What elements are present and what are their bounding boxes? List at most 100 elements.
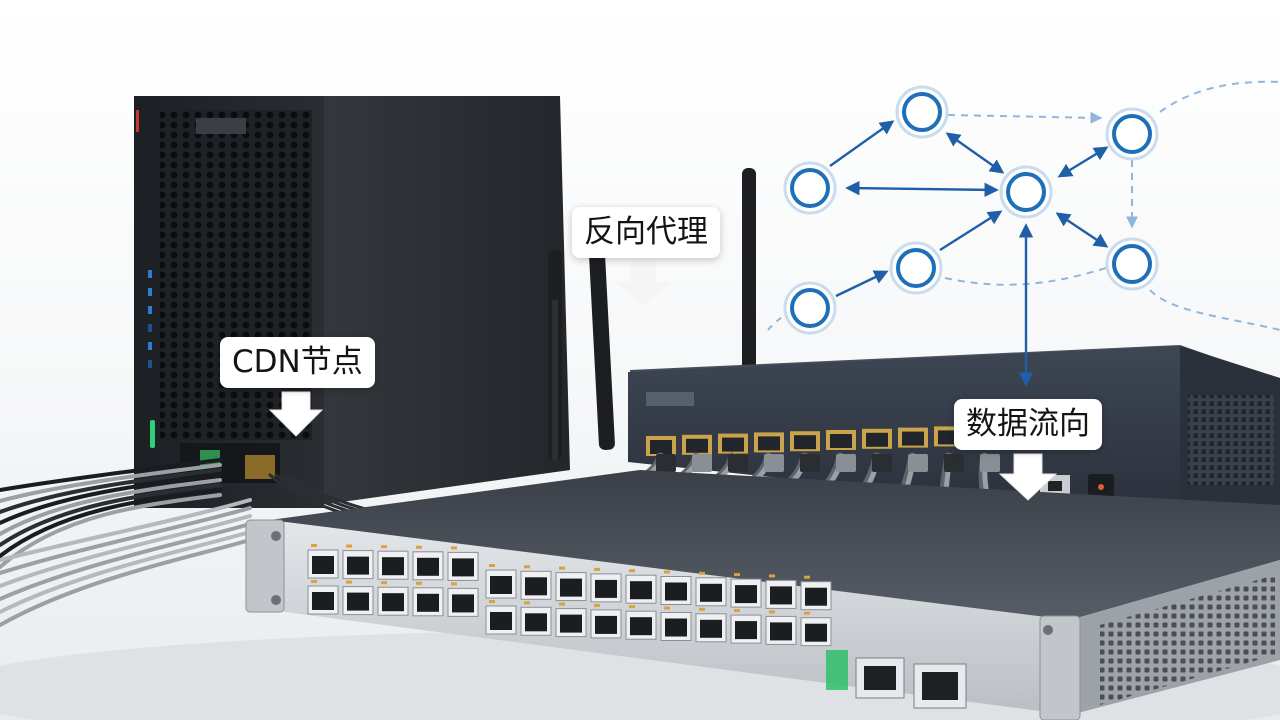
tower-mesh-grille <box>160 110 312 440</box>
router-port-socket <box>866 432 888 447</box>
rack-screw <box>1043 625 1053 635</box>
flow-arrow <box>1055 212 1109 248</box>
cable-plug <box>944 454 964 472</box>
flow-arrow <box>829 120 895 167</box>
switch-port-socket <box>417 557 439 576</box>
node-ring <box>1006 172 1046 212</box>
cable <box>0 478 222 536</box>
network-node <box>783 281 837 335</box>
switch-top <box>270 470 1280 620</box>
switch-port-socket <box>595 579 617 598</box>
switch-port-socket <box>490 576 512 594</box>
switch-port-led <box>629 605 635 609</box>
node-ring <box>902 92 942 132</box>
switch-port-led <box>346 580 352 584</box>
flow-arrow <box>945 132 1005 174</box>
switch-port-socket <box>630 617 652 636</box>
cdn-pointer-arrow <box>268 391 324 437</box>
switch-port-led <box>664 570 670 574</box>
rack-screw <box>271 531 281 541</box>
switch-port-socket <box>312 556 334 574</box>
antenna-3 <box>742 168 756 378</box>
switch-port-socket <box>382 593 404 612</box>
uplink-port-2-socket <box>922 672 958 700</box>
switch-port-led <box>699 571 705 575</box>
switch-port-socket <box>665 582 687 601</box>
cable <box>0 514 252 588</box>
network-diagram <box>767 80 1280 387</box>
switch-port-led <box>629 569 635 573</box>
switch-port-socket <box>525 577 547 596</box>
router-power-led <box>1098 484 1104 490</box>
cable-plug <box>728 454 748 472</box>
switch-port-led <box>311 544 317 547</box>
switch-port-led <box>381 581 387 585</box>
switch-port-led <box>769 610 775 614</box>
switch-port-socket <box>312 592 334 610</box>
network-node <box>1105 107 1159 161</box>
switch-port-led <box>451 546 457 550</box>
cable-plug <box>692 454 712 472</box>
switch-port-socket <box>525 613 547 632</box>
switch-port-socket <box>595 615 617 634</box>
network-node <box>999 165 1053 219</box>
cable-plug <box>872 454 892 472</box>
router-port-socket <box>902 431 924 446</box>
switch-port-socket <box>805 587 827 606</box>
switch-port-led <box>346 544 352 548</box>
antenna-2 <box>588 245 615 450</box>
switch-port-led <box>524 601 530 605</box>
switch-port-led <box>559 566 565 570</box>
flow-pointer-arrow <box>998 453 1058 501</box>
switch-port-socket <box>770 586 792 605</box>
network-nodes <box>783 85 1159 335</box>
dashed-link <box>944 267 1107 286</box>
switch-port-socket <box>735 585 757 604</box>
router-port-socket <box>830 434 852 448</box>
switch-port-socket <box>452 558 474 577</box>
router-port-socket <box>650 440 672 454</box>
node-ring <box>1112 244 1152 284</box>
cable <box>0 522 252 601</box>
switch-port-socket <box>700 583 722 602</box>
switch-port-socket <box>735 621 757 640</box>
network-node <box>889 241 943 295</box>
router-vent <box>1188 395 1274 485</box>
rack-screw <box>271 595 281 605</box>
switch-port-led <box>416 581 422 585</box>
switch-side-vent <box>1100 575 1275 705</box>
tower-display-window <box>196 118 246 134</box>
tower-red-accent <box>136 110 139 132</box>
switch-port-socket <box>417 593 439 612</box>
switch-port-socket <box>665 618 687 637</box>
switch-port-led <box>416 545 422 549</box>
cable <box>0 468 222 514</box>
network-node <box>783 161 837 215</box>
switch-port-socket <box>560 578 582 597</box>
switch-port-led <box>804 611 810 615</box>
cable-plug <box>908 454 928 472</box>
switch-port-socket <box>490 612 512 630</box>
rack-ear-right <box>1039 615 1081 720</box>
router-port-socket <box>794 435 816 450</box>
switch-port-led <box>769 574 775 578</box>
switch-port-led <box>489 600 495 603</box>
tower-server <box>134 96 570 508</box>
switch-port-led <box>381 545 387 549</box>
cable <box>0 463 222 503</box>
reverse-proxy-label: 反向代理 <box>572 207 720 258</box>
switch-port-led <box>559 602 565 606</box>
callout-pointers <box>268 262 1058 501</box>
cable <box>0 473 222 525</box>
router-label-plate <box>646 392 694 406</box>
node-ring <box>896 248 936 288</box>
switch-port-socket <box>805 623 827 642</box>
switch-port-led <box>524 565 530 569</box>
cable-plug <box>980 454 1000 472</box>
switch-port-socket <box>382 557 404 576</box>
node-ring <box>790 288 830 328</box>
switch-port-led <box>664 606 670 610</box>
node-ring <box>790 168 830 208</box>
cable <box>0 488 222 558</box>
